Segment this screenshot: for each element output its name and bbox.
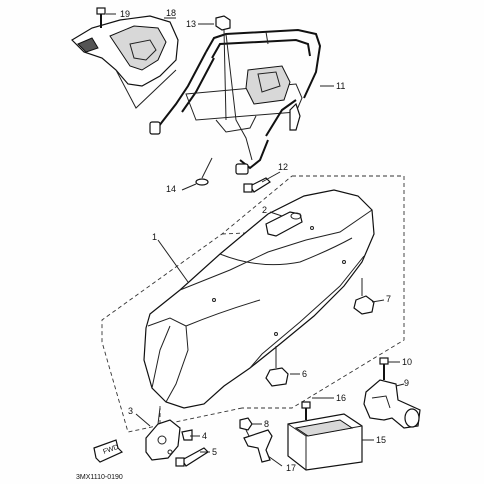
- callout-14: 14: [166, 184, 176, 194]
- fender-flap-part: [71, 15, 179, 109]
- fwd-arrow-icon: [93, 439, 124, 463]
- callout-16: 16: [336, 393, 346, 403]
- nut-part-13: [215, 15, 231, 121]
- callout-12: 12: [278, 162, 288, 172]
- nut-part-8: [239, 417, 253, 439]
- callout-1: 1: [152, 232, 157, 242]
- diagram-code: 3MX1110-0190: [76, 474, 123, 481]
- bolt-part-10: [379, 357, 389, 380]
- bracket-part-17: [243, 429, 273, 463]
- assembly-boundary: [101, 175, 405, 433]
- lock-assembly-part-9: [363, 379, 421, 429]
- callout-3: 3: [128, 406, 133, 416]
- callout-4: 4: [202, 431, 207, 441]
- callout-labels: 19 18 13 11 12 14 2 1 7 6 10 9 16 3 8 4 …: [120, 8, 412, 473]
- washer-part-14: [195, 157, 213, 186]
- callout-8: 8: [264, 419, 269, 429]
- callout-9: 9: [404, 378, 409, 388]
- callout-15: 15: [376, 435, 386, 445]
- callout-19: 19: [120, 9, 130, 19]
- callout-13: 13: [186, 19, 196, 29]
- grab-bar-part: [149, 28, 322, 175]
- bolt-part-5: [175, 447, 209, 467]
- callout-7: 7: [386, 294, 391, 304]
- callout-5: 5: [212, 447, 217, 457]
- callout-11: 11: [336, 81, 345, 91]
- damper-part-2: [265, 211, 303, 237]
- bolt-part-12: [243, 177, 271, 193]
- callout-6: 6: [302, 369, 307, 379]
- storage-box-part-15: [287, 413, 363, 471]
- seat-part: [143, 189, 375, 409]
- damper-part-6: [265, 346, 289, 387]
- clip-part-4: [181, 429, 193, 441]
- bolt-part-19: [96, 7, 106, 28]
- callout-17: 17: [286, 463, 296, 473]
- bolt-part-16: [301, 401, 311, 420]
- damper-part-7: [353, 278, 375, 315]
- callout-10: 10: [402, 357, 412, 367]
- callout-18: 18: [166, 8, 176, 18]
- callout-2: 2: [262, 205, 267, 215]
- leader-lines: [106, 13, 405, 467]
- lock-bracket-part-3: [145, 407, 181, 461]
